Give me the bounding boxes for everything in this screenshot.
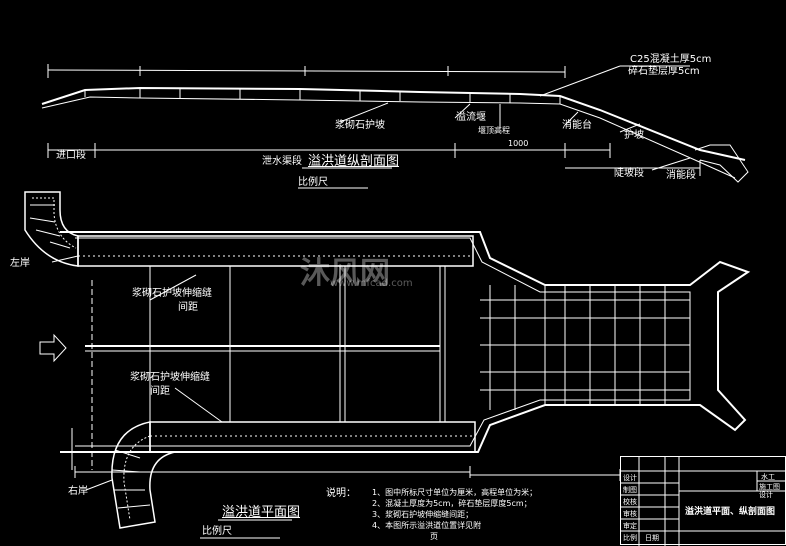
left-bank-label: 左岸 (10, 258, 30, 269)
tb-row-4: 审核 (623, 510, 637, 518)
profile-title: 溢洪道纵剖面图 (308, 154, 400, 169)
tb-row-2: 制图 (623, 486, 637, 494)
profile-scale-label: 比例尺 (298, 177, 328, 188)
tb-row-1: 设计 (623, 474, 637, 482)
tb-drawing-title: 溢洪道平面、纵剖面图 (685, 507, 776, 517)
tb-row-5: 审定 (623, 522, 637, 530)
plan-scale-label: 比例尺 (202, 526, 232, 537)
lining-label: C25混凝土厚5cm (630, 54, 712, 65)
stilling-label: 消能段 (666, 170, 696, 181)
note-tail: 页 (430, 532, 438, 541)
water-channel-label: 泄水渠段 (262, 156, 302, 167)
tb-row-7: 日期 (645, 534, 659, 542)
right-bank-label: 右岸 (68, 486, 88, 497)
note-item-2: 2、混凝土厚度为5cm，碎石垫层厚度5cm； (372, 499, 532, 508)
steep-slope-label: 陡坡段 (614, 168, 644, 179)
plan-section (24, 167, 751, 539)
gravel-label: 碎石垫层厚5cm (628, 66, 700, 77)
plan-title: 溢洪道平面图 (222, 505, 301, 520)
joint-upper-label: 浆砌石护坡伸缩缝 (132, 288, 212, 299)
notes-heading: 说明： (326, 488, 356, 499)
note-item-4: 4、本图所示溢洪道位置详见附 (372, 521, 482, 530)
tb-row-3: 校核 (623, 498, 637, 506)
step-label: 消能台 (562, 120, 592, 131)
watermark-url: www.mfcad.com (330, 278, 413, 289)
masonry-slope-label: 浆砌石护坡 (335, 120, 385, 131)
weir-label: 溢流堰 (456, 112, 486, 123)
note-item-3: 3、浆砌石护坡伸缩缝间距； (372, 510, 474, 519)
weir-crest-label: 堰顶高程 (478, 126, 510, 135)
right-slope-label: 护坡 (624, 130, 644, 141)
spacing-lower-label: 间距 (150, 386, 170, 397)
watermark-logo: 沐风网 (300, 256, 390, 291)
tb-stage: 施工图设计 (759, 483, 780, 499)
title-block-grid (621, 457, 786, 546)
inlet-segment-label: 进口段 (56, 150, 86, 161)
profile-section (41, 64, 749, 183)
spacing-upper-label: 间距 (178, 302, 198, 313)
dimension-1000: 1000 (508, 139, 529, 148)
tb-project: 水工 (761, 473, 775, 481)
note-item-1: 1、图中所标尺寸单位为厘米，高程单位为米； (372, 488, 538, 497)
tb-row-6: 比例 (623, 534, 637, 542)
joint-lower-label: 浆砌石护坡伸缩缝 (130, 372, 210, 383)
title-block: 设计 制图 校核 审核 审定 比例 日期 水工 施工图设计 溢洪道平面、纵剖面图 (620, 456, 786, 546)
